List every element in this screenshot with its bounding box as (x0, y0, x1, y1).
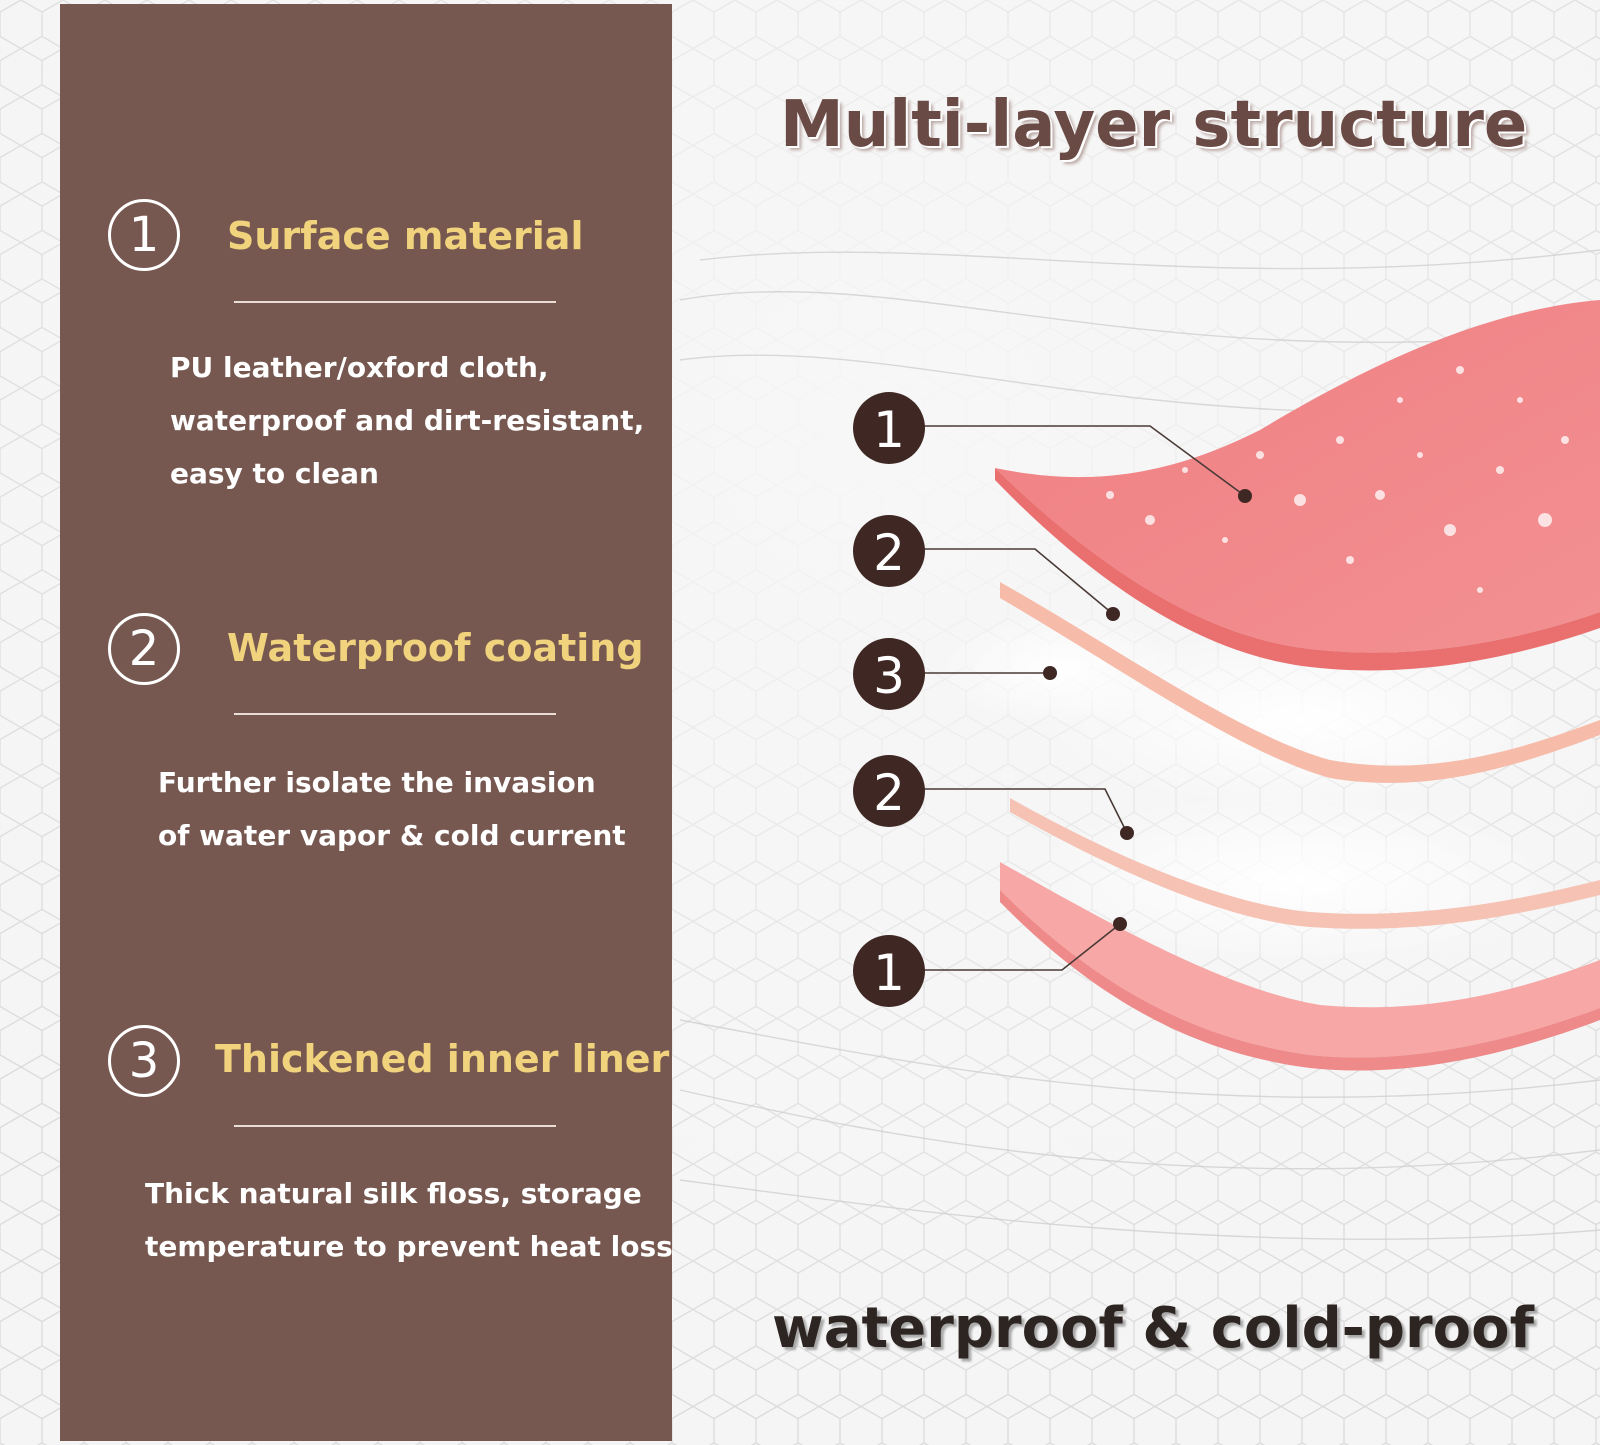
section-divider (234, 713, 556, 715)
leader-lines (920, 425, 1246, 971)
feature-panel: 1 Surface material PU leather/oxford clo… (60, 4, 673, 1441)
callout-badge-3: 3 (853, 638, 925, 710)
description-line: waterproof and dirt-resistant, (170, 404, 645, 437)
callout-number: 3 (873, 647, 905, 705)
callout-number: 2 (873, 524, 905, 582)
callout-badge-4: 2 (853, 755, 925, 827)
callout-number: 2 (873, 764, 905, 822)
section-title: Thickened inner liner (215, 1037, 670, 1081)
main-title: Multi-layer structure (780, 88, 1528, 162)
layer-stack (995, 300, 1600, 1071)
top-surface-layer (995, 300, 1600, 653)
footer-tagline: waterproof & cold-proof (772, 1296, 1534, 1361)
section-title: Surface material (227, 214, 584, 258)
section-title: Waterproof coating (227, 626, 644, 670)
section-description: Thick natural silk floss, storage temper… (145, 1167, 673, 1273)
description-line: temperature to prevent heat loss (145, 1230, 673, 1263)
bottom-coating-layer (1010, 798, 1600, 929)
callout-badge-1: 1 (853, 392, 925, 464)
section-number-badge: 3 (108, 1025, 180, 1097)
section-divider (234, 301, 556, 303)
leader-dots (1043, 489, 1252, 931)
section-divider (234, 1125, 556, 1127)
description-line: Thick natural silk floss, storage (145, 1177, 642, 1210)
description-line: PU leather/oxford cloth, (170, 351, 549, 384)
bottom-surface-layer (1000, 862, 1600, 1058)
description-line: of water vapor & cold current (158, 819, 626, 852)
description-line: easy to clean (170, 457, 379, 490)
callout-number: 1 (873, 944, 905, 1002)
callout-badge-2: 2 (853, 515, 925, 587)
callout-number: 1 (873, 401, 905, 459)
section-number-badge: 2 (108, 613, 180, 685)
callout-badge-5: 1 (853, 935, 925, 1007)
description-line: Further isolate the invasion (158, 766, 596, 799)
section-description: PU leather/oxford cloth, waterproof and … (170, 341, 644, 500)
section-number-badge: 1 (108, 199, 180, 271)
section-description: Further isolate the invasion of water va… (158, 756, 626, 862)
